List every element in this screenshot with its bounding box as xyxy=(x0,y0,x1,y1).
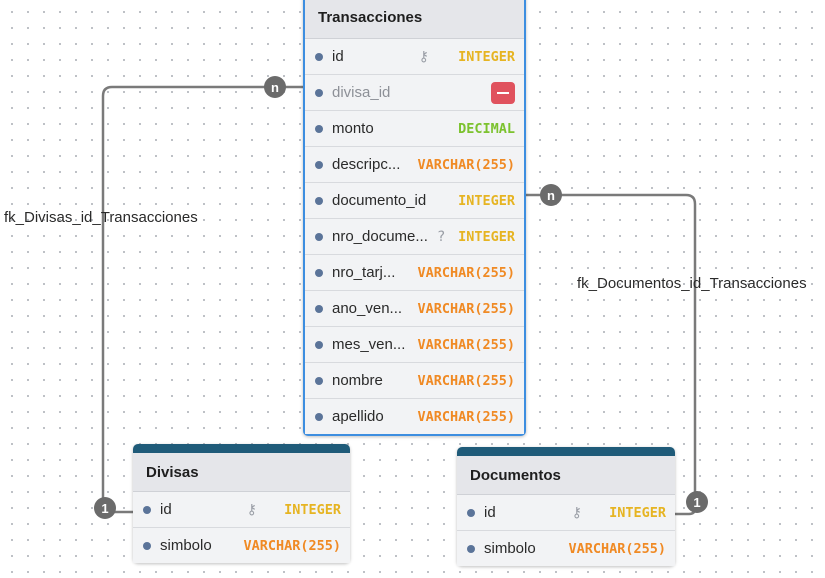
field-dot-icon xyxy=(315,340,323,349)
field-dot-icon xyxy=(467,508,475,517)
relation-label-documentos[interactable]: fk_Documentos_id_Transacciones xyxy=(577,275,807,292)
cardinality-badge-1: 1 xyxy=(94,497,116,519)
field-row-simbolo[interactable]: simbolo VARCHAR(255) xyxy=(133,528,350,563)
field-name: nro_docume... xyxy=(332,228,428,245)
field-row-descripcion[interactable]: descripc... VARCHAR(255) xyxy=(305,147,524,183)
field-dot-icon xyxy=(315,268,323,277)
key-icon: ⚷ xyxy=(571,504,582,521)
field-name: divisa_id xyxy=(332,84,391,101)
field-dot-icon xyxy=(315,376,323,385)
table-divisas[interactable]: Divisas id ⚷ INTEGER simbolo VARCHAR(255… xyxy=(133,444,350,563)
field-name: simbolo xyxy=(160,537,212,554)
field-name: ano_ven... xyxy=(332,300,403,317)
field-row-documento-id[interactable]: documento_id INTEGER xyxy=(305,183,524,219)
field-type: VARCHAR(255) xyxy=(243,537,341,554)
field-row-mes-vencimiento[interactable]: mes_ven... VARCHAR(255) xyxy=(305,327,524,363)
field-dot-icon xyxy=(315,52,323,61)
field-row-monto[interactable]: monto DECIMAL xyxy=(305,111,524,147)
field-type: VARCHAR(255) xyxy=(568,540,666,557)
field-name: documento_id xyxy=(332,192,427,209)
field-name: id xyxy=(484,504,496,521)
field-row-divisa-id[interactable]: divisa_id xyxy=(305,75,524,111)
field-type: VARCHAR(255) xyxy=(417,408,515,425)
field-type: VARCHAR(255) xyxy=(417,264,515,281)
edge-documentos-transacciones[interactable] xyxy=(522,193,697,516)
field-dot-icon xyxy=(467,544,475,553)
table-color-bar xyxy=(133,444,350,453)
cardinality-badge-n: n xyxy=(264,76,286,98)
field-name: mes_ven... xyxy=(332,336,406,353)
table-documentos[interactable]: Documentos id ⚷ INTEGER simbolo VARCHAR(… xyxy=(457,447,675,566)
table-title[interactable]: Documentos xyxy=(457,456,675,495)
field-row-nro-tarjeta[interactable]: nro_tarj... VARCHAR(255) xyxy=(305,255,524,291)
field-type: INTEGER xyxy=(609,504,666,521)
field-row-nro-documento[interactable]: nro_docume... ? INTEGER xyxy=(305,219,524,255)
relation-label-divisas[interactable]: fk_Divisas_id_Transacciones xyxy=(4,209,198,226)
key-icon: ⚷ xyxy=(246,501,257,518)
field-row-id[interactable]: id ⚷ INTEGER xyxy=(305,39,524,75)
field-type: VARCHAR(255) xyxy=(417,156,515,173)
table-transacciones[interactable]: Transacciones id ⚷ INTEGER divisa_id mon… xyxy=(303,0,526,436)
field-name: nombre xyxy=(332,372,383,389)
field-type: VARCHAR(255) xyxy=(417,300,515,317)
cardinality-badge-n: n xyxy=(540,184,562,206)
field-row-apellido[interactable]: apellido VARCHAR(255) xyxy=(305,399,524,434)
field-row-id[interactable]: id ⚷ INTEGER xyxy=(457,495,675,531)
field-dot-icon xyxy=(143,505,151,514)
field-name: apellido xyxy=(332,408,384,425)
field-row-id[interactable]: id ⚷ INTEGER xyxy=(133,492,350,528)
field-name: monto xyxy=(332,120,374,137)
field-row-nombre[interactable]: nombre VARCHAR(255) xyxy=(305,363,524,399)
key-icon: ⚷ xyxy=(418,48,429,65)
field-dot-icon xyxy=(315,88,323,97)
field-name: nro_tarj... xyxy=(332,264,396,281)
field-dot-icon xyxy=(315,412,323,421)
field-dot-icon xyxy=(143,541,151,550)
field-dot-icon xyxy=(315,160,323,169)
nullable-icon: ? xyxy=(437,228,445,245)
field-type: INTEGER xyxy=(458,48,515,65)
field-name: id xyxy=(160,501,172,518)
table-color-bar xyxy=(457,447,675,456)
field-type: VARCHAR(255) xyxy=(417,336,515,353)
field-type: INTEGER xyxy=(284,501,341,518)
field-name: descripc... xyxy=(332,156,401,173)
field-dot-icon xyxy=(315,232,323,241)
field-row-simbolo[interactable]: simbolo VARCHAR(255) xyxy=(457,531,675,566)
field-dot-icon xyxy=(315,304,323,313)
field-row-ano-vencimiento[interactable]: ano_ven... VARCHAR(255) xyxy=(305,291,524,327)
field-dot-icon xyxy=(315,124,323,133)
field-name: simbolo xyxy=(484,540,536,557)
field-type: INTEGER xyxy=(458,192,515,209)
field-type: DECIMAL xyxy=(458,120,515,137)
field-type: VARCHAR(255) xyxy=(417,372,515,389)
field-name: id xyxy=(332,48,344,65)
field-dot-icon xyxy=(315,196,323,205)
table-title[interactable]: Divisas xyxy=(133,453,350,492)
field-type: INTEGER xyxy=(458,228,515,245)
remove-icon[interactable] xyxy=(491,81,515,104)
cardinality-badge-1: 1 xyxy=(686,491,708,513)
table-title[interactable]: Transacciones xyxy=(305,0,524,39)
